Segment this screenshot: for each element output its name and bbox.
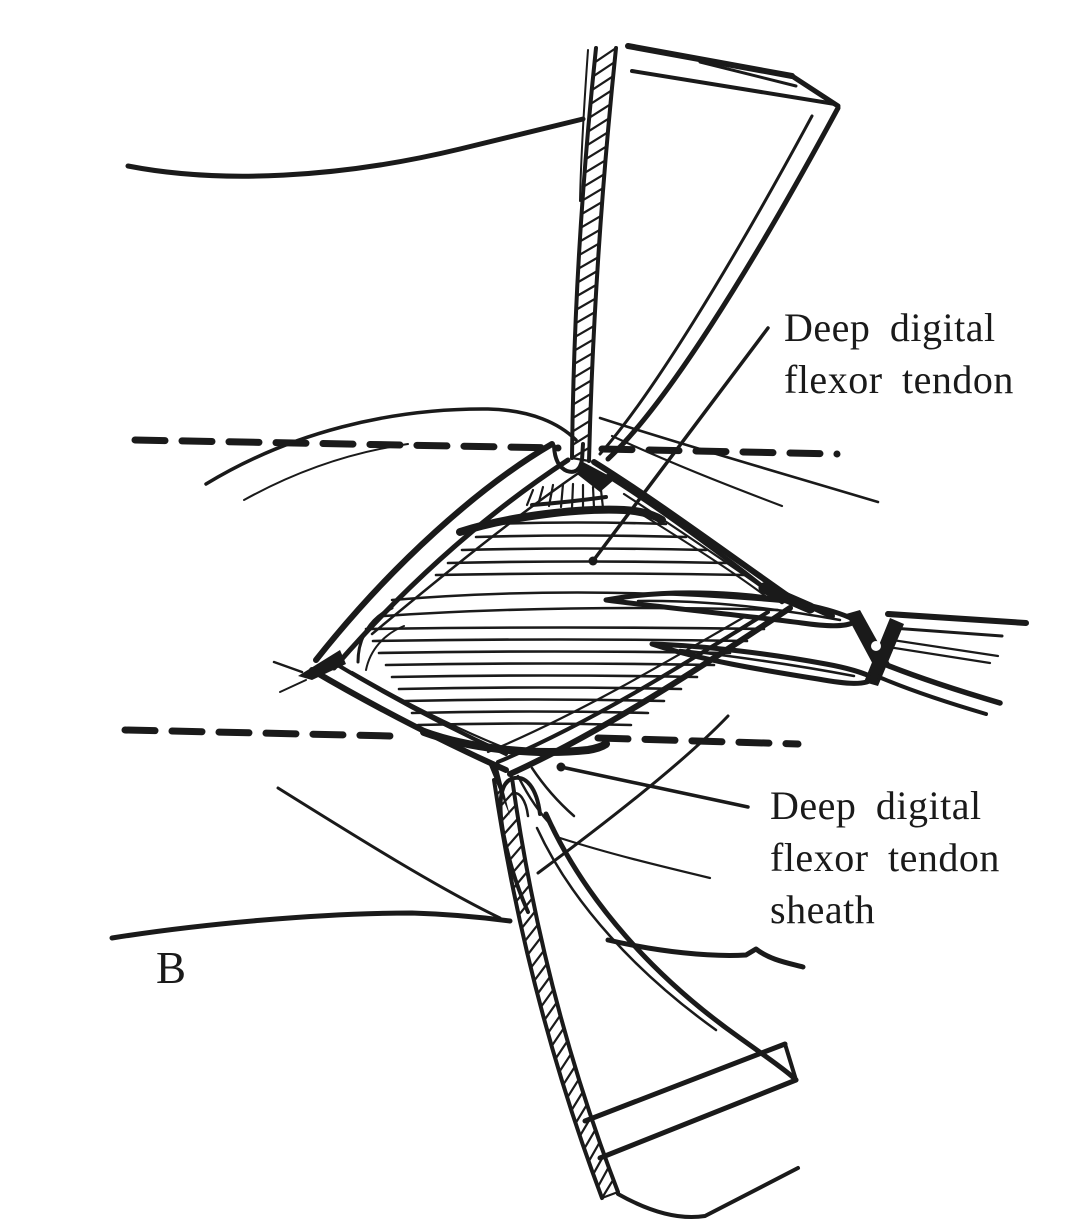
tendon-leader-line: [591, 326, 770, 563]
sheath-leader-line: [559, 765, 750, 809]
tendon-hatch-lines: [364, 521, 766, 727]
bottom-retractor-right-edge: [543, 811, 799, 1083]
sheath-bulge-arcs: [204, 407, 880, 920]
dashed-incision-lines: [121, 436, 841, 748]
deep-digital-flexor-tendon: [356, 462, 786, 756]
skin-contour-lines: [109, 116, 806, 970]
line-art-canvas: [109, 43, 1029, 1219]
bottom-retractor-hatched-edge: [492, 778, 604, 1200]
bottom-retractor-crossbar: [582, 1041, 788, 1124]
scissors-upper-shank: [885, 611, 1029, 626]
surgical-illustration-deep-digital-flexor-tendon: Deep digital flexor tendon Deep digital …: [40, 16, 1080, 1228]
scissors: [603, 590, 1029, 716]
top-retractor-tip: [552, 442, 585, 474]
top-retractor: [552, 43, 841, 474]
panel-letter: B: [156, 943, 187, 993]
leader-lines: [556, 326, 770, 809]
bottom-retractor: [492, 775, 800, 1219]
label-deep-digital-flexor-tendon: Deep digital flexor tendon: [784, 305, 1014, 402]
top-retractor-right-edge: [605, 105, 841, 462]
bottom-retractor-hatching: [495, 776, 620, 1200]
scissors-lower-shank: [881, 661, 1003, 706]
label-deep-digital-flexor-tendon-sheath: Deep digital flexor tendon sheath: [770, 783, 1000, 932]
top-retractor-crossbar: [625, 43, 795, 79]
